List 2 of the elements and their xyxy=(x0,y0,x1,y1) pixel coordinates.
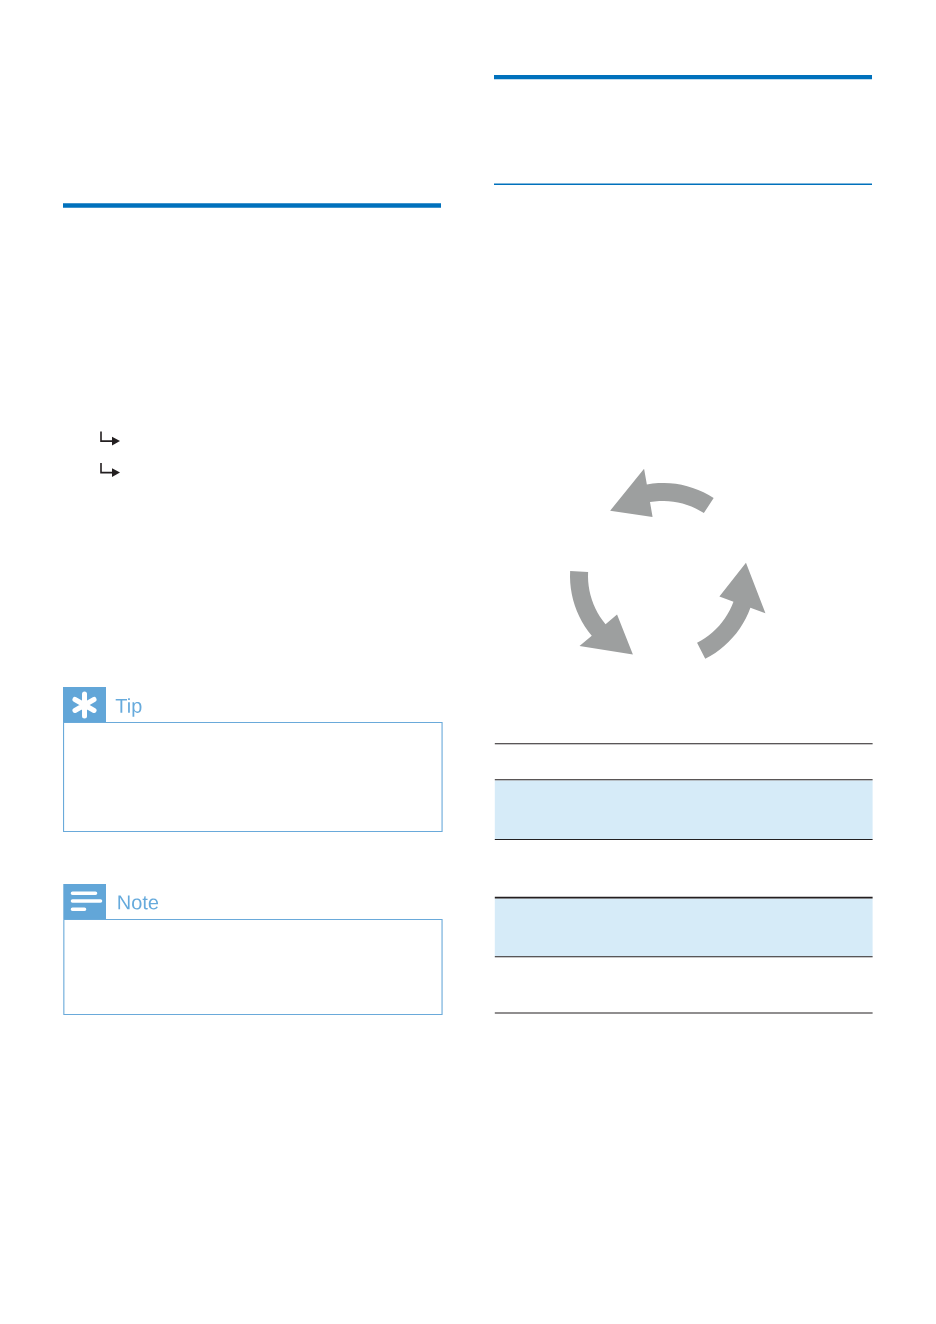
box-heading: Note xyxy=(118,895,159,910)
box-heading: Tip xyxy=(115,698,142,717)
